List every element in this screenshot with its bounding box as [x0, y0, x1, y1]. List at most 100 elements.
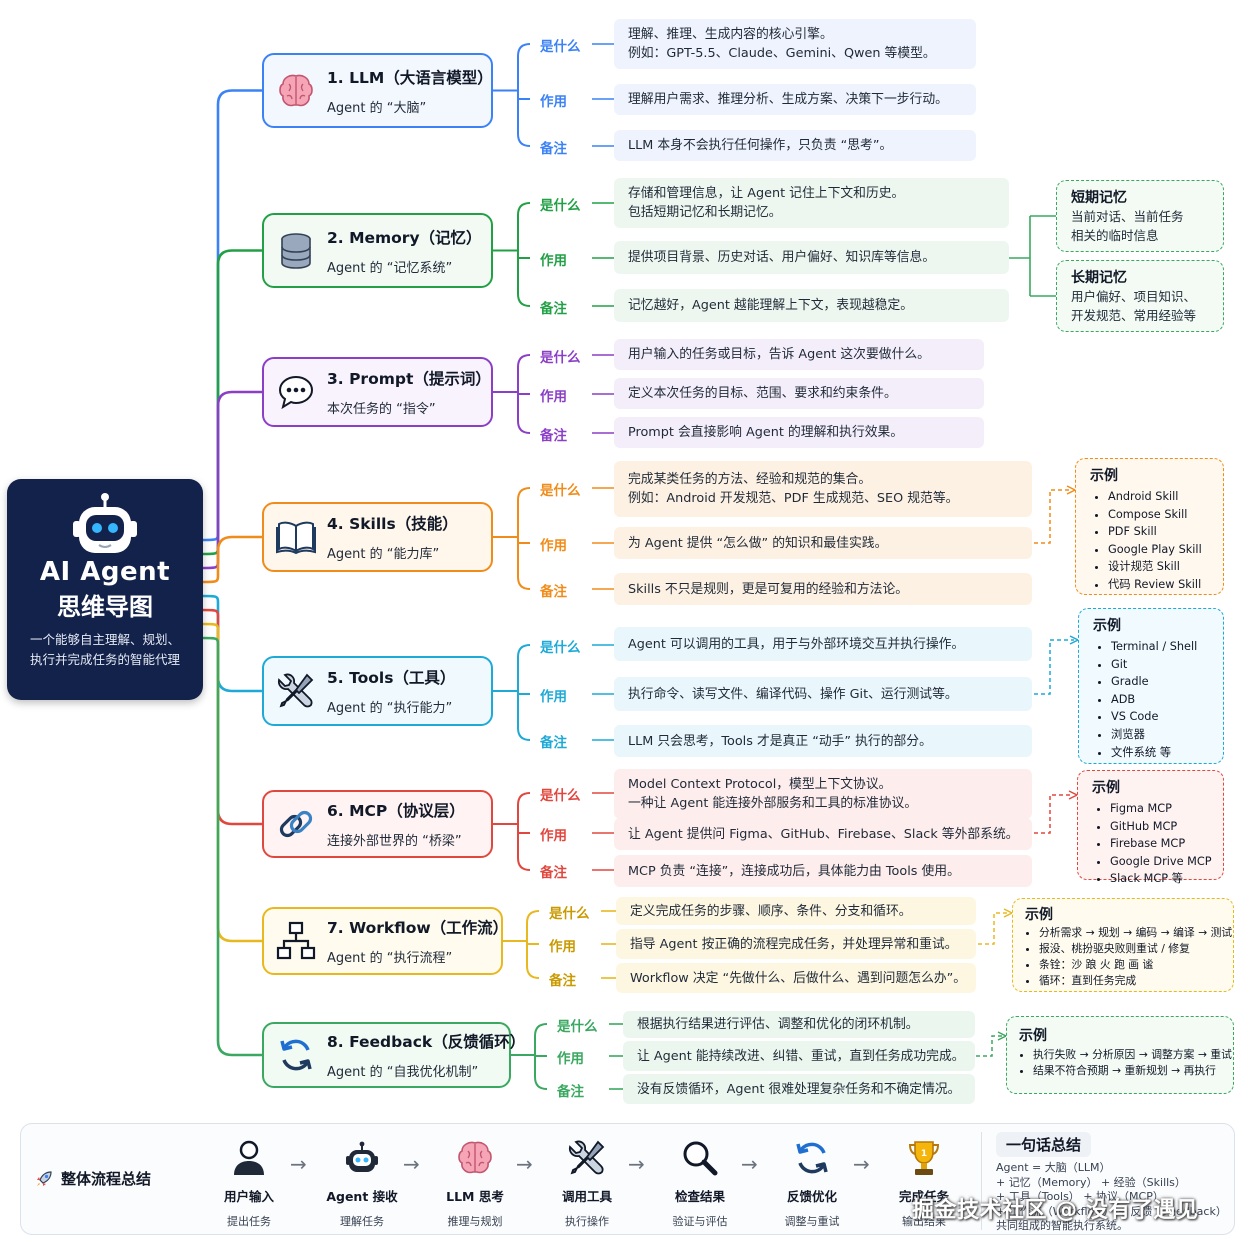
branch-7-what-label: 是什么 [549, 906, 590, 922]
long-term-memory-title: 长期记忆 [1071, 270, 1127, 286]
desc-line: 理解用户需求、推理分析、生成方案、决策下一步行动。 [628, 92, 948, 107]
workflow-icon [276, 921, 316, 961]
flow-title-text: 整体流程总结 [61, 1170, 152, 1188]
desc-line: 让 Agent 提供问 Figma、GitHub、Firebase、Slack … [628, 826, 1019, 842]
branch-6-role-label: 作用 [540, 828, 567, 844]
example-item: 执行失败 → 分析原因 → 调整方案 → 重试 [1033, 1047, 1232, 1063]
branch-2-what-label: 是什么 [540, 198, 581, 214]
central-desc-line: 一个能够自主理解、规划、 [29, 632, 180, 647]
feedback-example-box: 示例 执行失败 → 分析原因 → 调整方案 → 重试结果不符合预期 → 重新规划… [1006, 1016, 1234, 1094]
branch-1-note-label: 备注 [540, 141, 567, 157]
branch-8-note-label: 备注 [557, 1084, 584, 1100]
flow-step-6: 反馈优化 调整与重试 [764, 1138, 860, 1229]
desc-line: 包括短期记忆和长期记忆。 [628, 205, 782, 220]
branch-5-note-label: 备注 [540, 735, 567, 751]
example-item: 报没、桃扮驱央败则重试 / 修复 [1039, 941, 1221, 957]
branch-1-role-label: 作用 [540, 94, 567, 110]
example-heading: 示例 [1093, 618, 1121, 634]
flow-arrow: → [290, 1152, 307, 1176]
example-item: ADB [1111, 691, 1209, 709]
summary-line: + 记忆（Memory） + 经验（Skills） [996, 1175, 1186, 1189]
central-description: 一个能够自主理解、规划、 执行并完成任务的智能代理 [7, 630, 203, 670]
example-heading: 示例 [1019, 1028, 1047, 1044]
example-item: Google Play Skill [1108, 541, 1209, 559]
desc-line: 执行命令、读写文件、编译代码、操作 Git、运行测试等。 [628, 686, 958, 702]
branch-title: 5. Tools（工具） [327, 669, 456, 687]
link-icon [276, 804, 316, 844]
long-term-memory-box: 长期记忆 用户偏好、项目知识、 开发规范、常用经验等 [1056, 260, 1224, 332]
tools-icon [276, 671, 316, 711]
desc-line: LLM 本身不会执行任何操作，只负责 “思考”。 [628, 138, 893, 153]
example-item: 循环：直到任务完成 [1039, 973, 1221, 989]
branch-node-8: 8. Feedback（反馈循环） Agent 的 “自我优化机制” [262, 1022, 525, 1088]
flow-step-sub: 验证与评估 [672, 1215, 728, 1228]
branch-6-note-box: MCP 负责 “连接”，连接成功后，具体能力由 Tools 使用。 [614, 855, 1032, 887]
desc-line: 例如：Android 开发规范、PDF 生成规范、SEO 规范等。 [628, 491, 959, 506]
branch-8-what-box: 根据执行结果进行评估、调整和优化的闭环机制。 [623, 1011, 975, 1038]
branch-node-2: 2. Memory（记忆） Agent 的 “记忆系统” [262, 213, 493, 288]
workflow-example-box: 示例 分析需求 → 规划 → 编码 → 编译 → 测试报没、桃扮驱央败则重试 /… [1012, 898, 1234, 992]
example-item: 代码 Review Skill [1108, 576, 1209, 594]
example-item: 浏览器 [1111, 726, 1209, 744]
desc-line: 提供项目背景、历史对话、用户偏好、知识库等信息。 [628, 250, 936, 265]
branch-3-what-label: 是什么 [540, 350, 581, 366]
svg-text:1: 1 [921, 1149, 927, 1159]
branch-node-7: 7. Workflow（工作流） Agent 的 “执行流程” [262, 907, 508, 975]
branch-8-note-box: 没有反馈循环，Agent 很难处理复杂任务和不确定情况。 [623, 1074, 975, 1104]
flow-arrow: → [516, 1152, 533, 1176]
branch-2-role-box: 提供项目背景、历史对话、用户偏好、知识库等信息。 [614, 241, 1009, 274]
branch-node-5: 5. Tools（工具） Agent 的 “执行能力” [262, 656, 493, 726]
flow-step-3: LLM 思考 推理与规划 [427, 1138, 523, 1229]
desc-line: 根据执行结果进行评估、调整和优化的闭环机制。 [637, 1017, 919, 1032]
central-subtitle: 思维导图 [57, 593, 153, 621]
branch-6-note-label: 备注 [540, 865, 567, 881]
short-term-memory-box: 短期记忆 当前对话、当前任务 相关的临时信息 [1056, 180, 1224, 252]
branch-3-note-label: 备注 [540, 428, 567, 444]
branch-subtitle: Agent 的 “大脑” [327, 100, 427, 116]
example-item: VS Code [1111, 708, 1209, 726]
tools-icon [539, 1138, 635, 1178]
branch-1-role-box: 理解用户需求、推理分析、生成方案、决策下一步行动。 [614, 84, 976, 115]
short-term-memory-title: 短期记忆 [1071, 190, 1127, 206]
example-heading: 示例 [1090, 468, 1118, 484]
robot-icon [314, 1138, 410, 1178]
desc-line: 指导 Agent 按正确的流程完成任务，并处理异常和重试。 [630, 936, 958, 952]
flow-step-sub: 输出结果 [902, 1215, 946, 1228]
desc-line: Model Context Protocol，模型上下文协议。 [628, 777, 892, 792]
branch-title: 4. Skills（技能） [327, 515, 458, 533]
branch-3-note-box: Prompt 会直接影响 Agent 的理解和执行效果。 [614, 417, 984, 448]
branch-8-what-label: 是什么 [557, 1019, 598, 1035]
branch-subtitle: 连接外部世界的 “桥梁” [327, 834, 462, 849]
branch-6-what-box: Model Context Protocol，模型上下文协议。一种让 Agent… [614, 769, 1032, 819]
flow-step-sub: 调整与重试 [784, 1215, 840, 1228]
example-item: 设计规范 Skill [1108, 558, 1209, 576]
branch-1-what-box: 理解、推理、生成内容的核心引擎。例如：GPT-5.5、Claude、Gemini… [614, 19, 976, 69]
flow-step-label: Agent 接收 [326, 1189, 398, 1204]
branch-3-role-box: 定义本次任务的目标、范围、要求和约束条件。 [614, 378, 984, 409]
example-item: Google Drive MCP [1110, 853, 1212, 871]
summary-line: 共同组成的智能执行系统。 [996, 1219, 1128, 1232]
desc-line: Skills 不只是规则，更是可复用的经验和方法论。 [628, 581, 909, 597]
branch-3-role-label: 作用 [540, 389, 567, 405]
flow-arrow: → [628, 1152, 645, 1176]
desc-line: 让 Agent 能持续改进、纠错、重试，直到任务成功完成。 [637, 1048, 965, 1064]
overall-flow-summary: 整体流程总结 用户输入 提出任务 → Agent 接收 理解任务 → LLM 思… [20, 1123, 1235, 1235]
desc-line: 理解、推理、生成内容的核心引擎。 [628, 27, 833, 42]
central-topic-card: AI Agent 思维导图 一个能够自主理解、规划、 执行并完成任务的智能代理 [7, 479, 203, 700]
flow-step-7: 1 完成任务 输出结果 [876, 1138, 972, 1229]
open-book-icon [276, 517, 316, 557]
branch-node-6: 6. MCP（协议层） 连接外部世界的 “桥梁” [262, 790, 493, 858]
desc-line: Agent 可以调用的工具，用于与外部环境交互并执行操作。 [628, 636, 965, 652]
flow-step-label: 用户输入 [223, 1189, 274, 1204]
memory-line: 当前对话、当前任务 [1071, 209, 1184, 224]
summary-title: 一句话总结 [996, 1132, 1092, 1157]
example-item: Firebase MCP [1110, 835, 1209, 853]
branch-node-3: 3. Prompt（提示词） 本次任务的 “指令” [262, 357, 493, 427]
flow-step-sub: 理解任务 [340, 1215, 384, 1228]
flow-title: 整体流程总结 [35, 1168, 151, 1189]
memory-line: 开发规范、常用经验等 [1071, 308, 1197, 323]
branch-4-note-box: Skills 不只是规则，更是可复用的经验和方法论。 [614, 573, 1032, 605]
example-item: 结果不符合预期 → 重新规划 → 再执行 [1033, 1063, 1221, 1079]
branch-subtitle: Agent 的 “执行流程” [327, 951, 453, 966]
branch-8-role-box: 让 Agent 能持续改进、纠错、重试，直到任务成功完成。 [623, 1041, 975, 1071]
